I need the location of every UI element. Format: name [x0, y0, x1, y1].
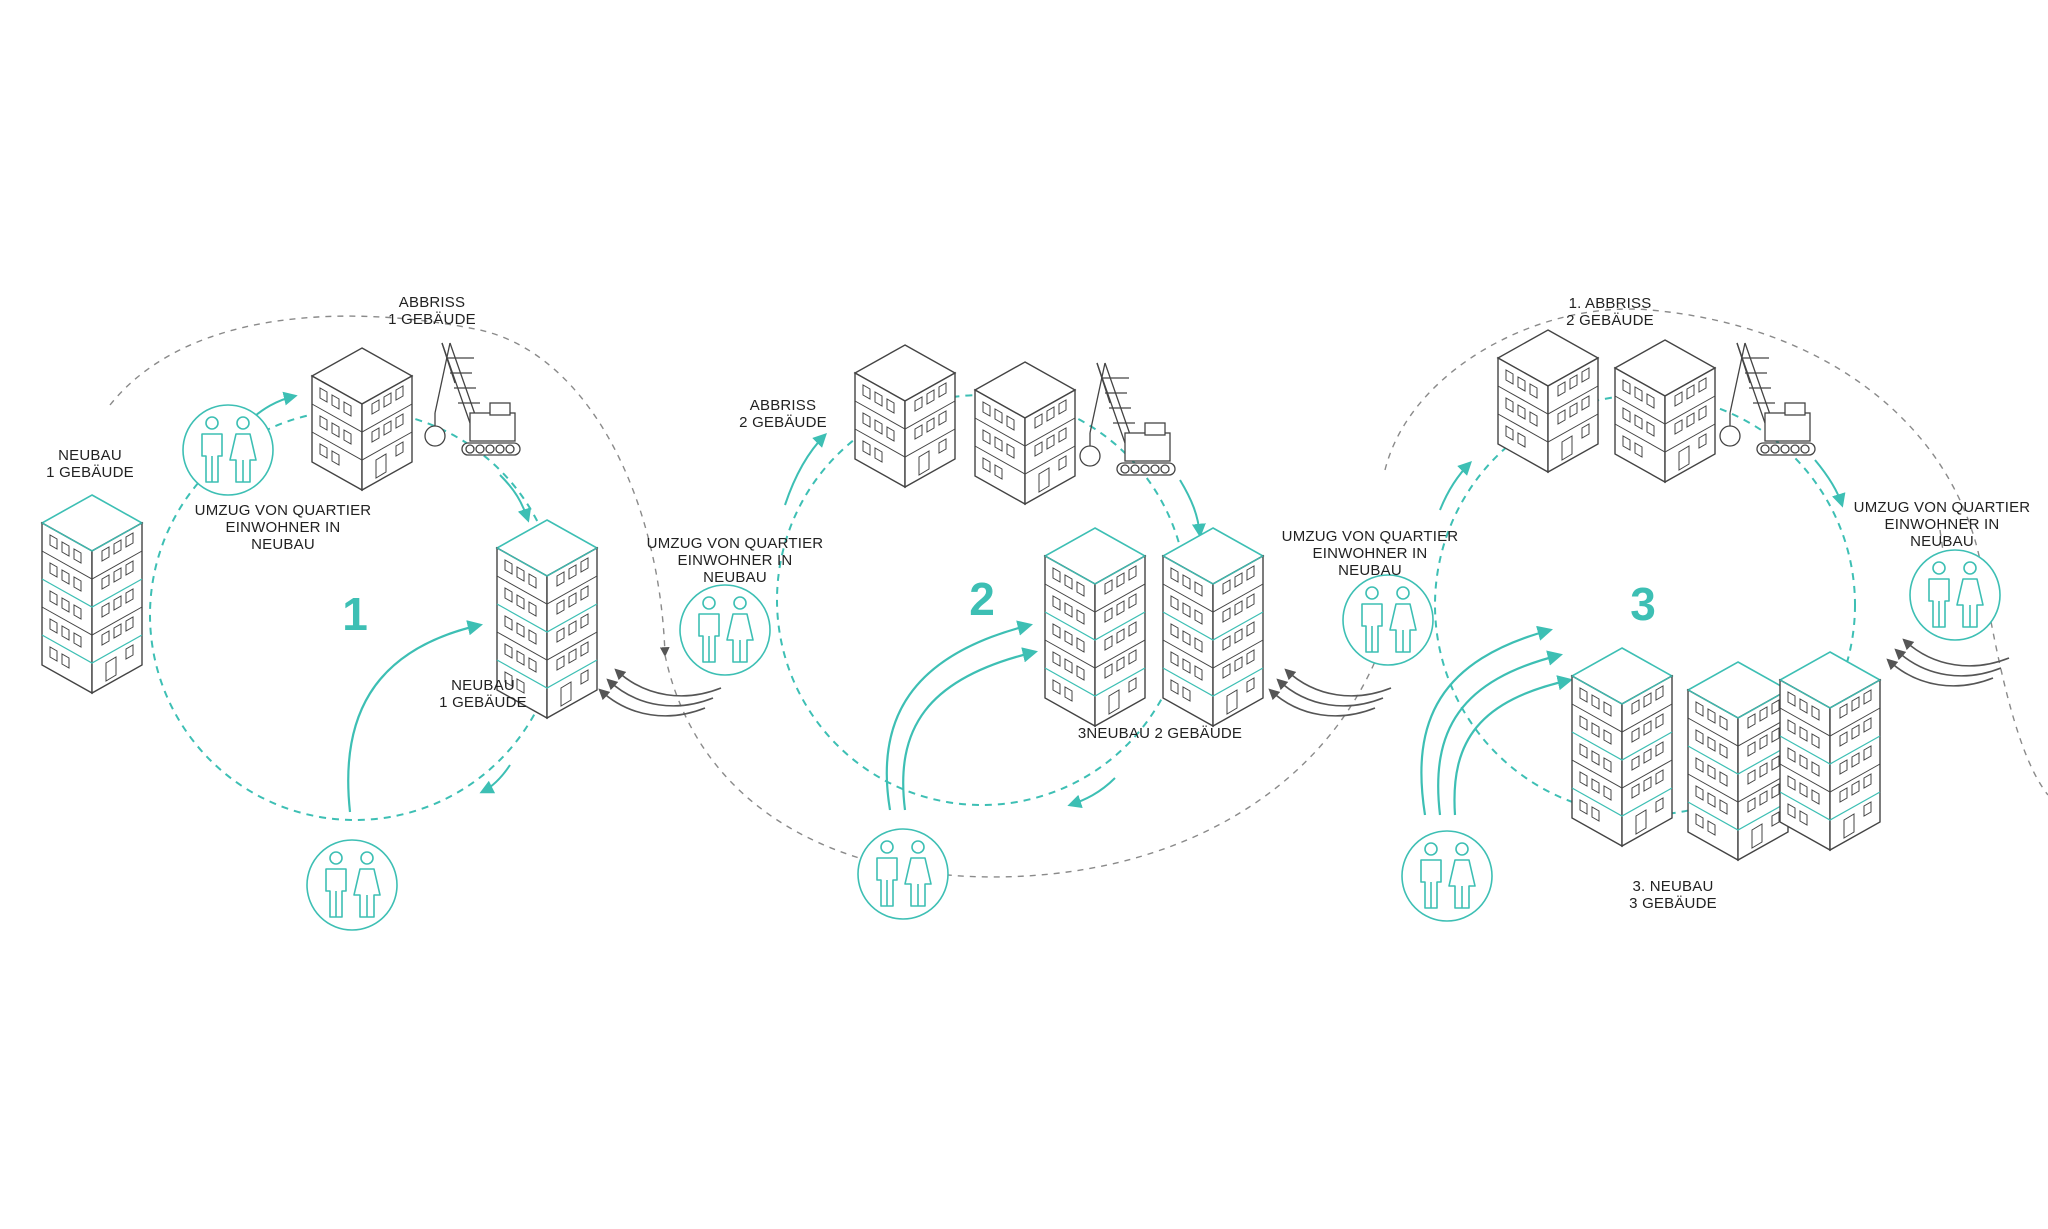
- building-icon: [1614, 339, 1716, 483]
- crane-icon: [1079, 362, 1176, 476]
- building-icon: [1571, 647, 1673, 847]
- building-icon: [974, 361, 1076, 505]
- flow-arrows-icon: [600, 670, 721, 716]
- people-icon: [306, 839, 398, 931]
- building-icon: [41, 494, 143, 694]
- people-icon: [857, 828, 949, 920]
- stage-number: 2: [969, 573, 995, 625]
- building-icon: [854, 344, 956, 488]
- neubau-label: 3NEUBAU 2 GEBÄUDE: [1078, 725, 1242, 742]
- people-icon: [1342, 574, 1434, 666]
- people-icon: [1909, 549, 2001, 641]
- flow-arrows-icon: [1888, 640, 2009, 686]
- stage-number: 1: [342, 588, 368, 640]
- crane-icon: [1719, 342, 1816, 456]
- building-icon: [1162, 527, 1264, 727]
- stage-number: 3: [1630, 578, 1656, 630]
- building-icon: [1497, 329, 1599, 473]
- people-icon: [182, 404, 274, 496]
- crane-icon: [424, 342, 521, 456]
- people-icon: [1401, 830, 1493, 922]
- people-icon: [679, 584, 771, 676]
- flow-arrows-icon: [1270, 670, 1391, 716]
- building-icon: [1779, 651, 1881, 851]
- building-icon: [1687, 661, 1789, 861]
- building-icon: [1044, 527, 1146, 727]
- building-icon: [311, 347, 413, 491]
